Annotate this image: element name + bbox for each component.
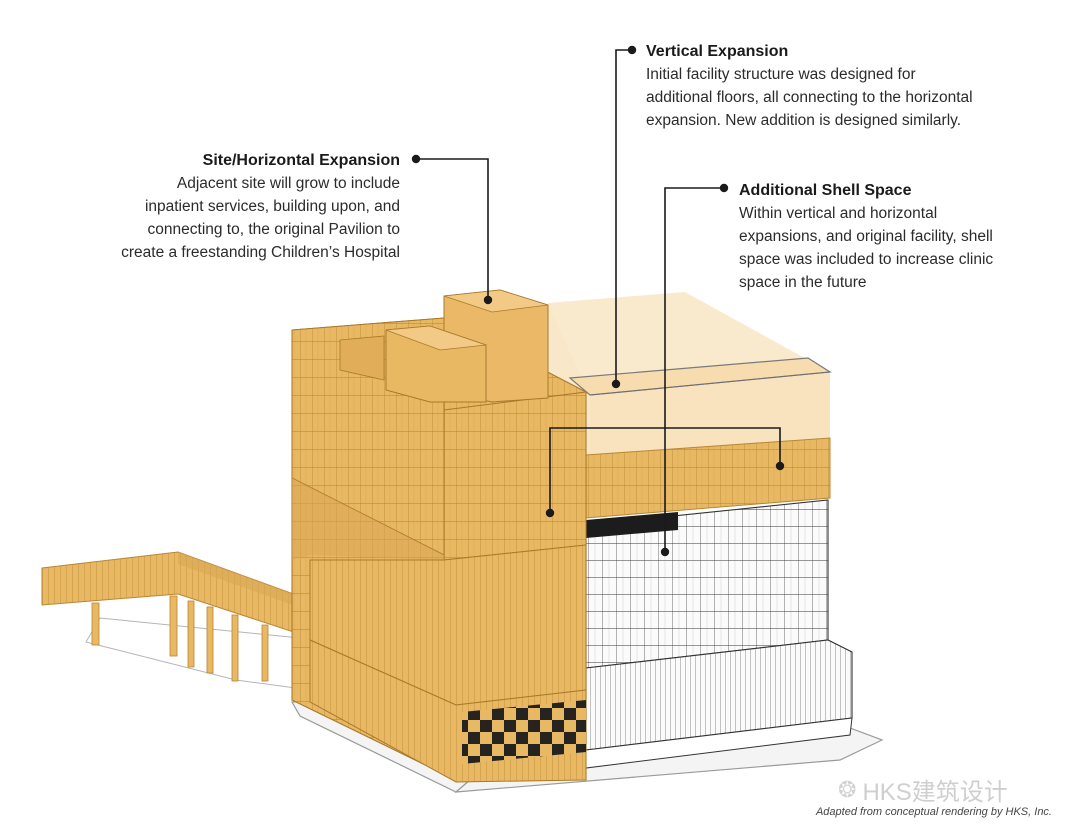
site-expansion-title: Site/Horizontal Expansion: [40, 149, 400, 172]
vertical-expansion-volume: [548, 292, 830, 460]
vertical-expansion-title: Vertical Expansion: [646, 40, 1066, 63]
dot-vertical-target: [612, 380, 620, 388]
existing-pavilion-white: [586, 500, 852, 768]
site-expansion-body: Adjacent site will grow to include inpat…: [40, 172, 400, 264]
pedestrian-bridge: [42, 552, 318, 681]
site-horizontal-expansion-building: [292, 290, 586, 782]
vertical-expansion-callout: Vertical Expansion Initial facility stru…: [646, 40, 1066, 132]
dot-site-label: [412, 155, 420, 163]
watermark: ❂ HKS建筑设计: [838, 772, 1008, 807]
shell-space-callout: Additional Shell Space Within vertical a…: [739, 179, 1059, 294]
dot-shell-label: [720, 184, 728, 192]
vertical-expansion-body: Initial facility structure was designed …: [646, 63, 1066, 132]
dot-shell-target-white: [661, 548, 669, 556]
shell-space-title: Additional Shell Space: [739, 179, 1059, 202]
site-expansion-callout: Site/Horizontal Expansion Adjacent site …: [40, 149, 400, 264]
dot-shell-target-gold: [546, 509, 554, 517]
image-credit: Adapted from conceptual rendering by HKS…: [816, 806, 1052, 818]
shell-space-body: Within vertical and horizontal expansion…: [739, 202, 1059, 294]
dot-vertical-label: [628, 46, 636, 54]
wechat-icon: ❂: [838, 777, 856, 803]
dot-site-target: [484, 296, 492, 304]
leader-site: [416, 159, 488, 300]
watermark-text: HKS建筑设计: [862, 772, 1007, 807]
dot-shell-target-band: [776, 462, 784, 470]
